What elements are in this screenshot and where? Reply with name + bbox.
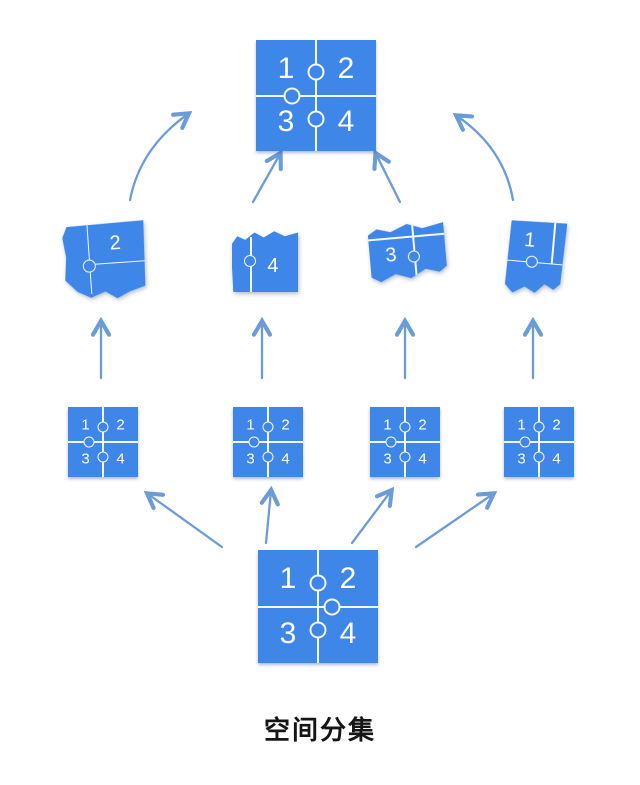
torn-piece-1: 1: [503, 219, 568, 302]
quadrant-label: 2: [116, 416, 125, 434]
piece-label: 2: [108, 232, 122, 255]
quadrant-label: 3: [279, 616, 297, 650]
piece-label: 1: [523, 228, 537, 252]
quadrant-label: 3: [517, 450, 526, 468]
quadrant-label: 4: [339, 616, 357, 650]
quadrant-label: 3: [81, 450, 90, 468]
quadrant-label: 1: [279, 562, 297, 596]
arrow-piece1-to-top: [128, 110, 193, 202]
puzzle-tab-icon: [525, 255, 538, 268]
puzzle-divider-horizontal: [89, 260, 146, 266]
quadrant-label: 3: [246, 450, 255, 468]
puzzle-tab-icon: [519, 436, 531, 448]
torn-piece-4: 4: [232, 230, 298, 292]
quadrant-label: 2: [552, 416, 561, 434]
quadrant-label: 3: [277, 105, 295, 139]
arrow-bottom-to-small3: [350, 486, 395, 545]
puzzle-divider-horizontal: [258, 605, 378, 608]
quadrant-label: 4: [418, 450, 427, 468]
puzzle-tab-icon: [323, 598, 341, 615]
arrow-bottom-to-small4: [414, 491, 498, 549]
puzzle-tab-icon: [262, 451, 274, 463]
puzzle-tab-icon: [83, 436, 95, 448]
arrow-piece4-to-top: [452, 113, 515, 202]
torn-piece-2: 2: [61, 220, 148, 302]
puzzle-tab-icon: [262, 421, 274, 433]
puzzle-tab-icon: [97, 421, 109, 433]
quadrant-label: 1: [277, 51, 295, 85]
puzzle-divider-horizontal: [504, 441, 574, 443]
top-assembled-puzzle: 1 2 3 4: [256, 40, 376, 151]
puzzle-divider-horizontal: [233, 441, 303, 443]
quadrant-label: 3: [383, 450, 392, 468]
small-puzzle-copy-4: 1 2 3 4: [504, 407, 574, 477]
quadrant-label: 1: [517, 416, 526, 434]
quadrant-label: 1: [81, 416, 90, 434]
small-puzzle-copy-1: 1 2 3 4: [68, 407, 138, 477]
quadrant-label: 1: [383, 416, 392, 434]
arrow-piece3-to-top: [372, 149, 402, 204]
quadrant-label: 1: [246, 416, 255, 434]
small-puzzle-copy-3: 1 2 3 4: [370, 407, 440, 477]
puzzle-tab-icon: [533, 421, 545, 433]
quadrant-label: 2: [339, 562, 357, 596]
quadrant-label: 2: [418, 416, 427, 434]
puzzle-tab-icon: [407, 250, 420, 263]
quadrant-label: 4: [281, 450, 290, 468]
puzzle-divider-horizontal: [68, 441, 138, 443]
puzzle-tab-icon: [283, 87, 301, 104]
torn-piece-3: 3: [367, 221, 449, 295]
puzzle-divider-horizontal: [370, 441, 440, 443]
quadrant-label: 2: [281, 416, 290, 434]
puzzle-divider-horizontal: [256, 94, 376, 97]
quadrant-label: 4: [552, 450, 561, 468]
small-puzzle-copy-2: 1 2 3 4: [233, 407, 303, 477]
puzzle-tab-icon: [399, 451, 411, 463]
puzzle-tab-icon: [244, 255, 257, 267]
puzzle-tab-icon: [309, 574, 327, 592]
diagram-caption: 空间分集: [263, 715, 376, 745]
puzzle-tab-icon: [399, 421, 411, 433]
arrow-bottom-to-small1: [143, 490, 224, 549]
piece-label: 4: [267, 254, 279, 277]
puzzle-tab-icon: [82, 259, 96, 273]
arrow-bottom-to-small2: [259, 485, 280, 545]
quadrant-label: 4: [116, 450, 125, 468]
puzzle-tab-icon: [307, 63, 325, 81]
puzzle-divider-vertical: [551, 223, 556, 264]
puzzle-tab-icon: [533, 451, 545, 463]
puzzle-divider-horizontal: [368, 233, 444, 241]
puzzle-tab-icon: [385, 436, 397, 448]
quadrant-label: 2: [337, 51, 355, 85]
puzzle-tab-icon: [309, 621, 327, 639]
piece-label: 3: [384, 243, 398, 267]
quadrant-label: 4: [337, 105, 355, 139]
puzzle-tab-icon: [97, 451, 109, 463]
puzzle-tab-icon: [307, 110, 325, 128]
arrow-piece2-to-top: [251, 149, 283, 204]
bottom-assembled-puzzle: 1 2 3 4: [258, 550, 378, 663]
puzzle-tab-icon: [248, 436, 260, 448]
